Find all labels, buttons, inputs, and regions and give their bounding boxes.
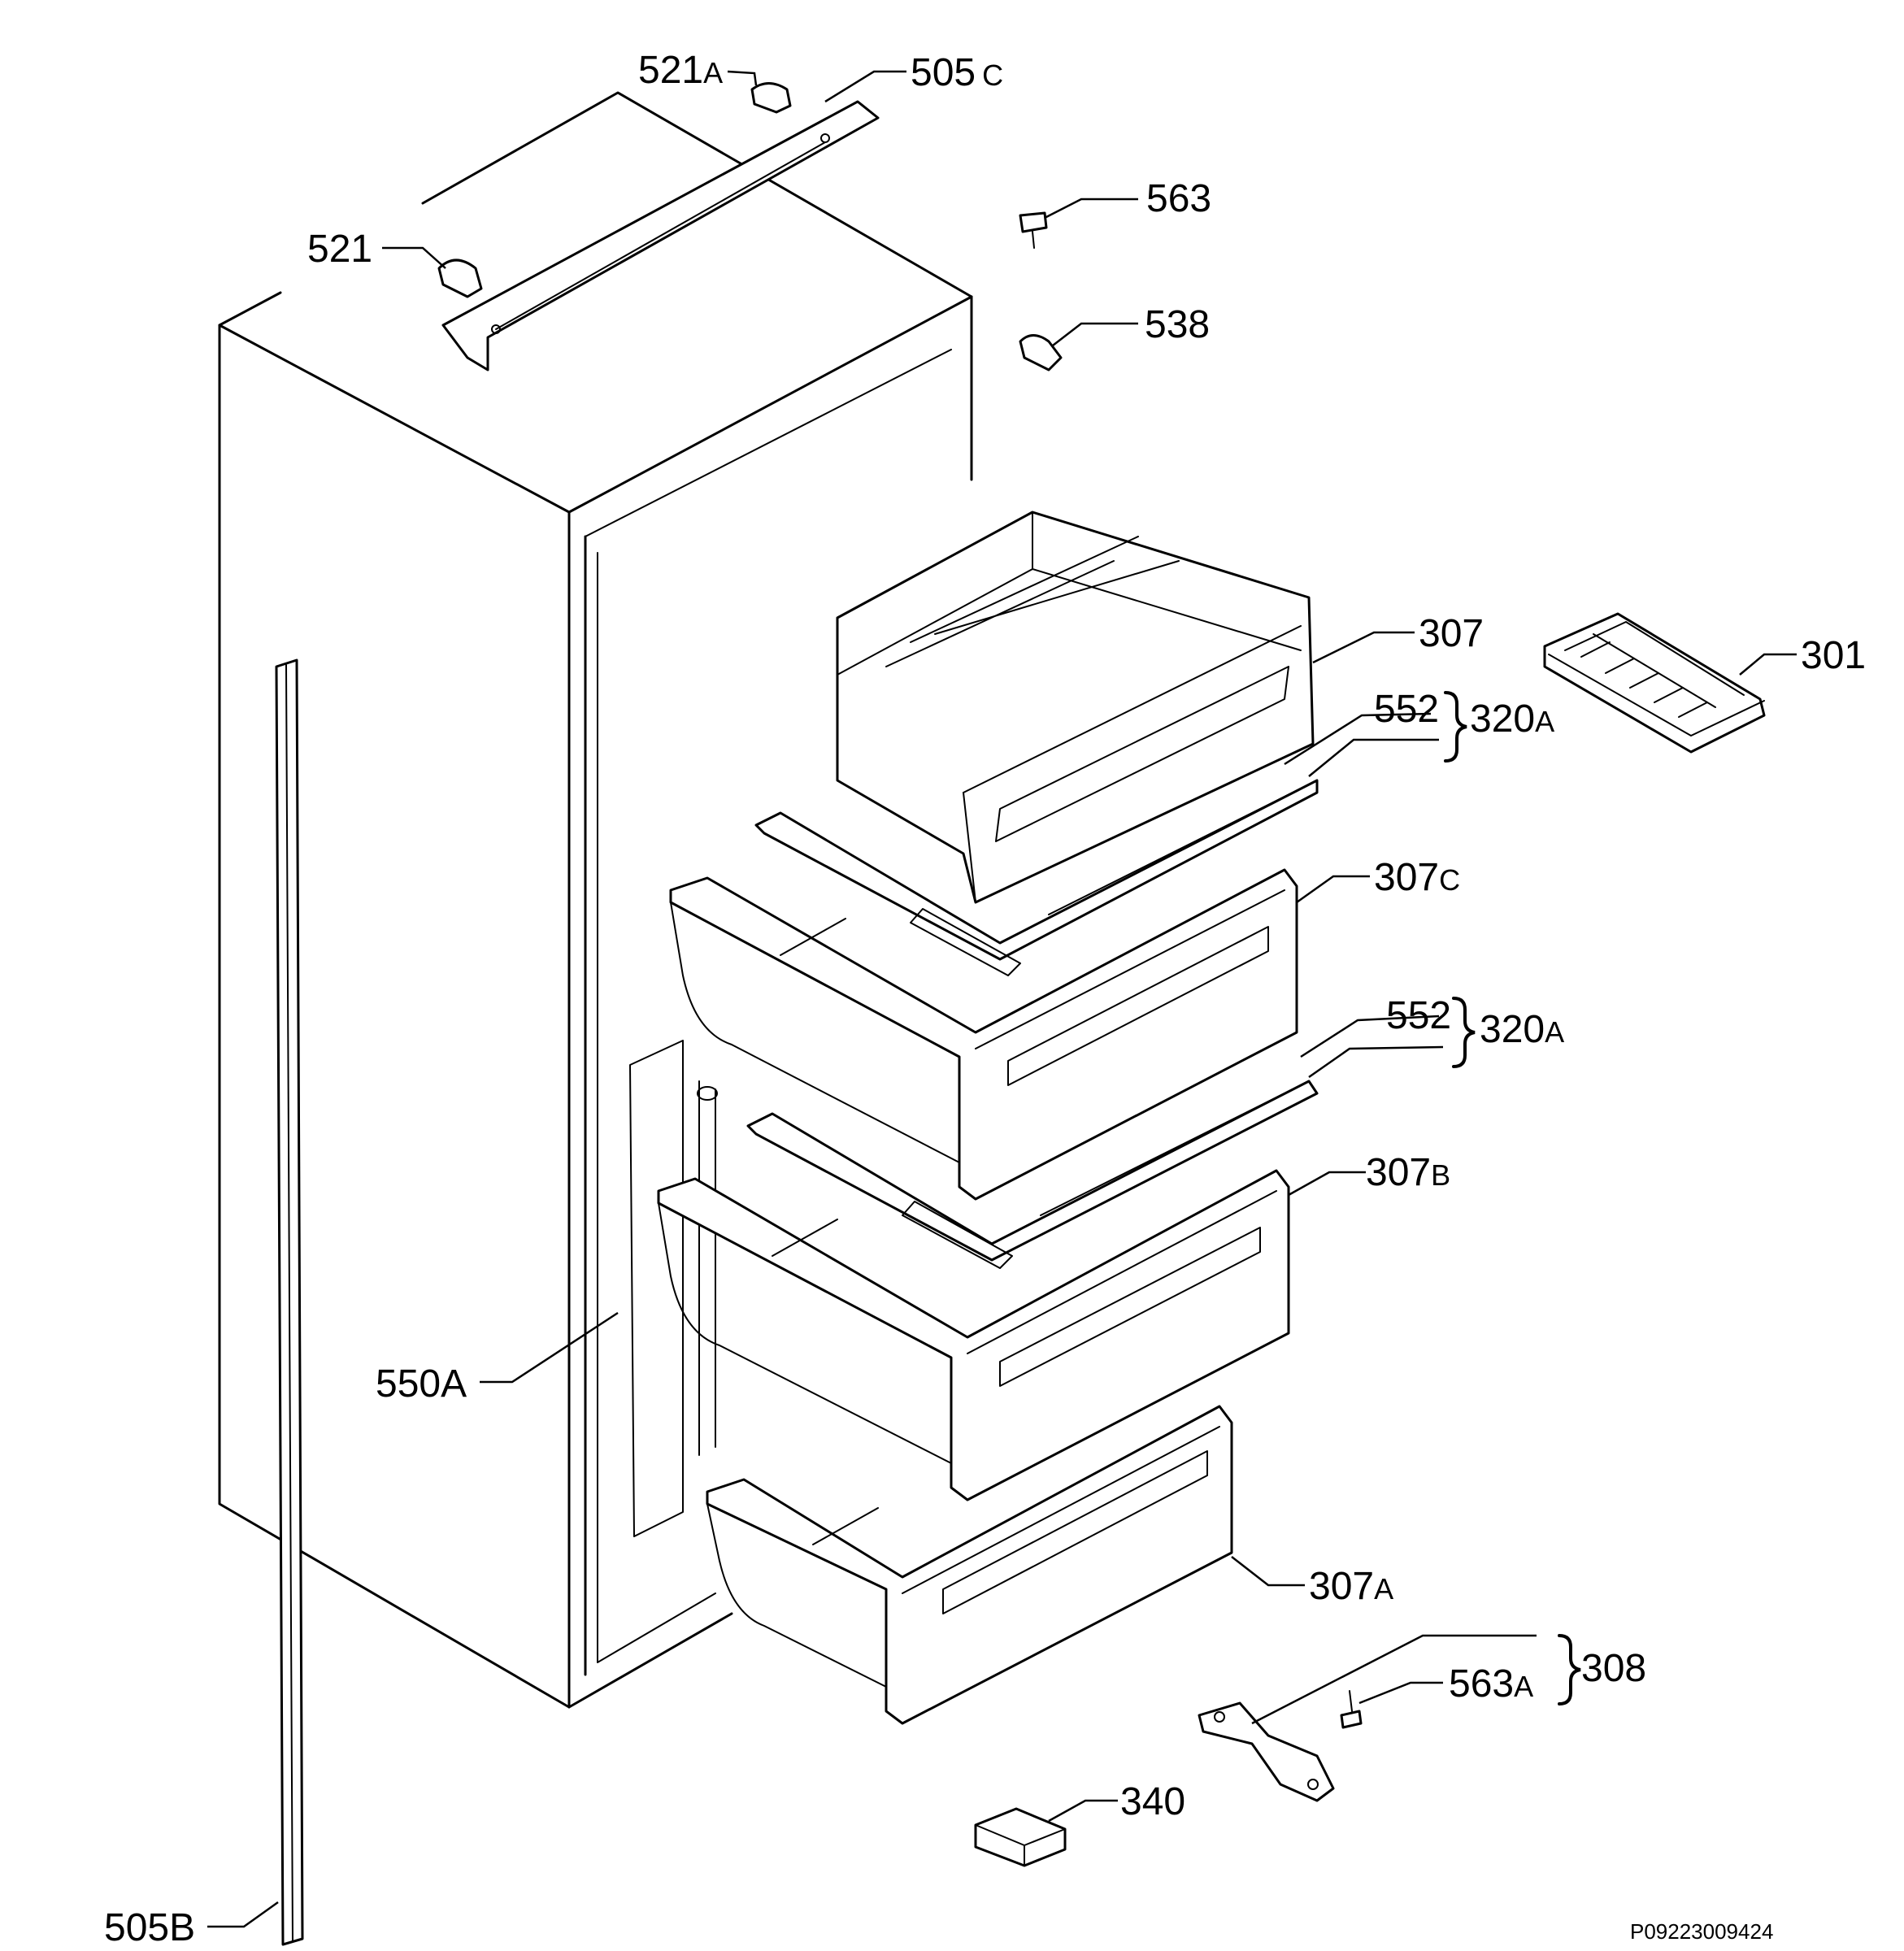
cabinet xyxy=(218,91,973,1709)
shelf-552-bottom xyxy=(746,1080,1319,1269)
label-307B: 307B xyxy=(1366,1151,1450,1194)
label-538: 538 xyxy=(1145,303,1210,346)
cap-521A xyxy=(750,82,792,114)
hinge-308 xyxy=(1198,1701,1335,1802)
leader-lines xyxy=(207,70,1797,1928)
label-320A-top: 320A xyxy=(1470,697,1554,741)
label-307: 307 xyxy=(1419,612,1484,655)
drawer-307B xyxy=(657,1169,1290,1501)
label-505B: 505B xyxy=(104,1906,195,1949)
shelf-552-top xyxy=(754,779,1319,976)
label-320A-bottom: 320A xyxy=(1480,1008,1564,1051)
brace-308 xyxy=(1558,1634,1581,1705)
drawer-307A xyxy=(706,1405,1233,1725)
label-521: 521 xyxy=(307,228,372,271)
label-563A: 563A xyxy=(1449,1662,1533,1705)
label-552-bottom: 552 xyxy=(1386,994,1451,1037)
ice-tray-301 xyxy=(1543,612,1766,754)
brace-320A-bottom xyxy=(1452,997,1476,1068)
box-340 xyxy=(974,1807,1067,1867)
drawer-307 xyxy=(836,511,1315,904)
cap-521 xyxy=(437,259,483,298)
bracket-538 xyxy=(1019,334,1063,372)
label-307A: 307A xyxy=(1309,1565,1393,1608)
label-308: 308 xyxy=(1581,1647,1646,1690)
label-552-top: 552 xyxy=(1374,688,1439,731)
label-340: 340 xyxy=(1120,1780,1185,1823)
door-trim-505B xyxy=(275,658,304,1946)
label-550A: 550A xyxy=(376,1362,467,1406)
label-307C: 307C xyxy=(1374,856,1460,899)
screw-563A xyxy=(1340,1690,1363,1729)
label-301: 301 xyxy=(1801,634,1866,677)
label-563: 563 xyxy=(1146,177,1211,220)
drawer-307C xyxy=(669,868,1298,1201)
label-521A: 521A xyxy=(638,49,723,92)
pin-563 xyxy=(1019,211,1048,249)
drawing-code: P09223009424 xyxy=(1630,1919,1773,1944)
brace-320A-top xyxy=(1444,691,1467,763)
top-rail-505C xyxy=(441,100,880,372)
